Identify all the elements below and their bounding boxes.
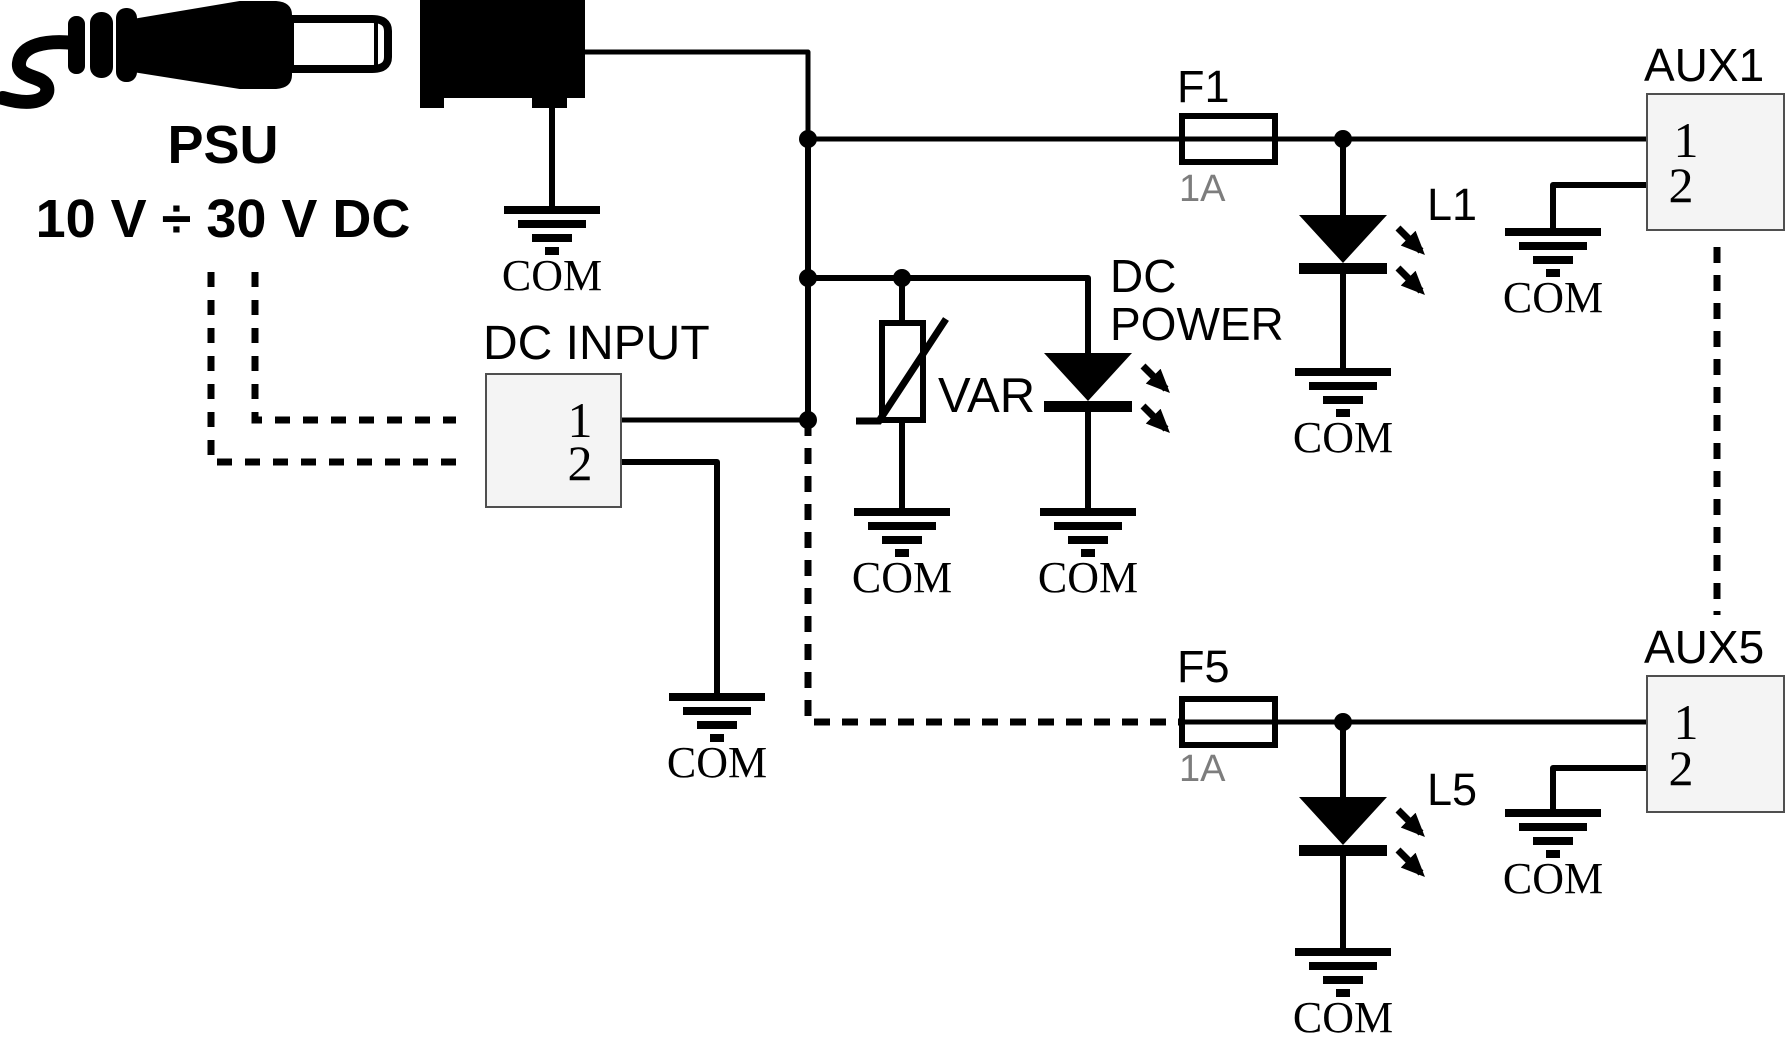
dc-input-pin-1: 1 [567,392,593,448]
aux5-pin-2: 2 [1668,740,1694,796]
junction-dot [799,130,817,148]
fuse-f5-symbol [1179,696,1278,748]
ground-l1 [1295,372,1391,413]
varistor-symbol [856,317,949,425]
com-label-dcpower: COM [1037,553,1139,602]
dashed-wires [804,247,1721,726]
ground-l5 [1295,952,1391,993]
junction-dot [893,269,911,287]
junction-dot [1334,713,1352,731]
fuse-f1-symbol [1179,113,1278,165]
wire-branch-dcpower [808,275,1091,353]
aux5-pin-1: 1 [1673,694,1699,750]
ground-aux1 [1505,232,1601,273]
led-l5-symbol [1299,797,1421,873]
wire-aux1-pin2 [1550,182,1646,232]
plug-barrel-tip [286,15,392,73]
varistor-label: VAR [938,369,1036,423]
junction-dots [799,130,1352,731]
psu-cable [0,35,81,109]
fuse-f5-label: F5 [1177,641,1230,692]
com-label-var: COM [851,553,953,602]
com-label-aux1: COM [1502,273,1604,322]
com-label-aux5: COM [1502,854,1604,903]
aux5-label: AUX5 [1644,621,1765,673]
com-label-dcinput: COM [666,738,768,787]
wire-aux5-pin2 [1550,765,1646,813]
dc-input-connector [485,373,622,508]
com-label-l5: COM [1292,993,1394,1042]
plug-body [131,1,292,89]
fuse-f1-label: F1 [1177,61,1230,112]
junction-dot [799,411,817,429]
dc-input-label: DC INPUT [483,317,710,370]
fuse-f5-rating: 1A [1179,748,1226,790]
dc-input-pin-2: 2 [567,435,593,491]
wires [549,49,1646,952]
ground-socket [504,210,600,251]
dc-power-led-symbol [1044,353,1166,429]
psu-title: PSU [167,115,279,175]
aux5-connector [1646,675,1785,813]
ground-var [854,512,950,553]
ground-dcinput [669,697,765,738]
com-label-l1: COM [1292,413,1394,462]
led-l1-label: L1 [1427,179,1478,230]
plug-rib-2 [90,12,113,78]
dc-socket-illustration [420,0,585,108]
psu-plug-illustration [0,1,392,109]
ground-aux5 [1505,813,1601,854]
wire-socket-output [585,49,811,139]
led-l1-symbol [1299,215,1421,291]
psu-voltage-range: 10 V ÷ 30 V DC [35,189,411,249]
wire-dcinput-pin2 [622,459,720,697]
aux1-connector [1646,93,1785,231]
junction-dot [799,269,817,287]
fuse-f1-rating: 1A [1179,168,1226,210]
dc-power-label-line1: DC [1110,250,1177,302]
aux1-pin-1: 1 [1673,112,1699,168]
led-l5-label: L5 [1427,764,1478,815]
junction-dot [1334,130,1352,148]
dc-power-led-label: DC POWER [1110,252,1284,348]
psu-dashed-leads [207,272,456,466]
com-label-socket: COM [501,251,603,300]
plug-rib-1 [68,16,85,74]
ground-dcpower [1040,512,1136,553]
dc-power-label-line2: POWER [1110,298,1284,350]
aux1-pin-2: 2 [1668,157,1694,213]
aux1-label: AUX1 [1644,39,1765,91]
